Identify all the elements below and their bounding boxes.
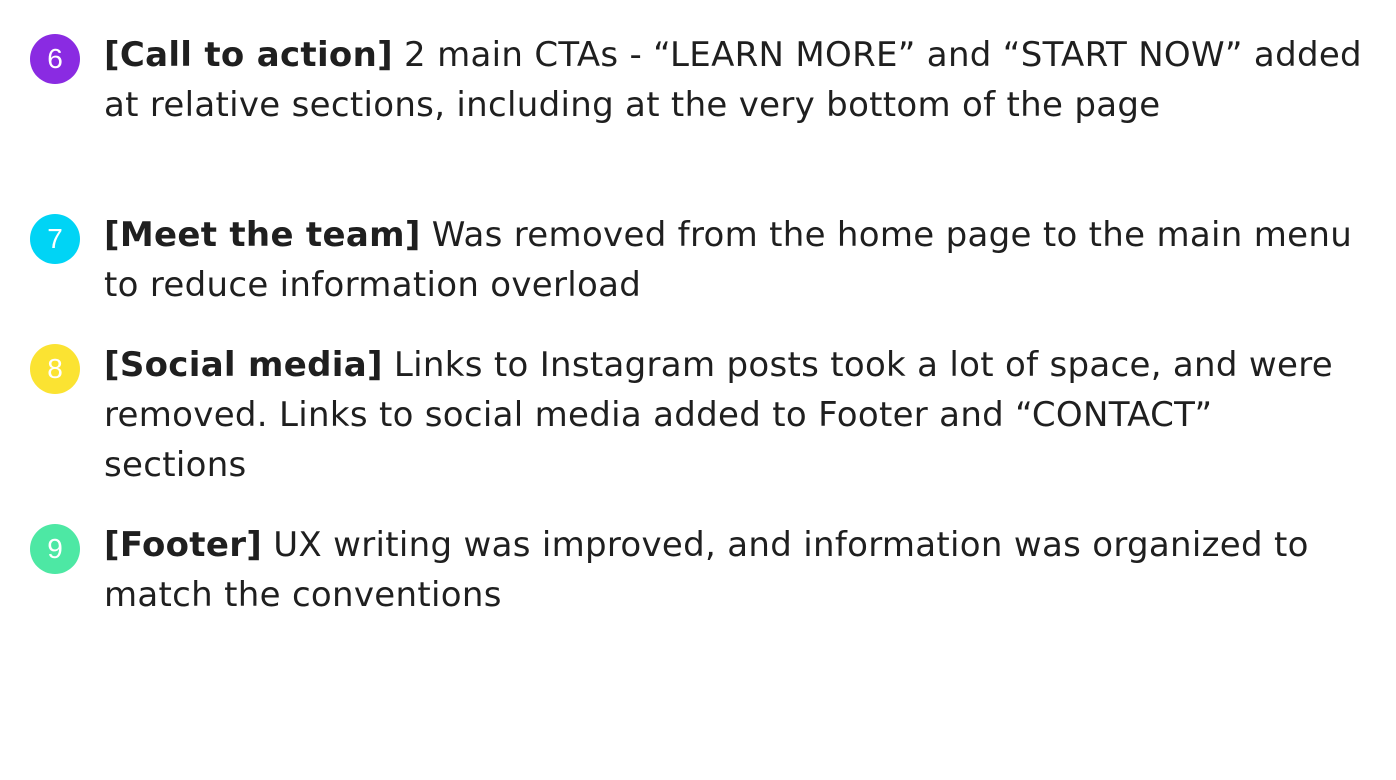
list-item-title: [Meet the team]: [104, 215, 421, 255]
number-badge: 6: [30, 34, 80, 84]
list-item-text: [Meet the team] Was removed from the hom…: [104, 210, 1366, 310]
list-item-title: [Call to action]: [104, 35, 393, 75]
number-badge: 8: [30, 344, 80, 394]
list-item-description: UX writing was improved, and information…: [104, 525, 1309, 615]
list-item-title: [Footer]: [104, 525, 263, 565]
list-item-description: Links to Instagram posts took a lot of s…: [104, 345, 1333, 485]
list-item-text: [Call to action] 2 main CTAs - “LEARN MO…: [104, 30, 1366, 130]
list-item-description: Was removed from the home page to the ma…: [104, 215, 1353, 305]
list-item-text: [Footer] UX writing was improved, and in…: [104, 520, 1366, 620]
number-badge: 9: [30, 524, 80, 574]
list-item-title: [Social media]: [104, 345, 383, 385]
number-badge: 7: [30, 214, 80, 264]
list-item-text: [Social media] Links to Instagram posts …: [104, 340, 1366, 490]
list-item-description: 2 main CTAs - “LEARN MORE” and “START NO…: [104, 35, 1362, 125]
